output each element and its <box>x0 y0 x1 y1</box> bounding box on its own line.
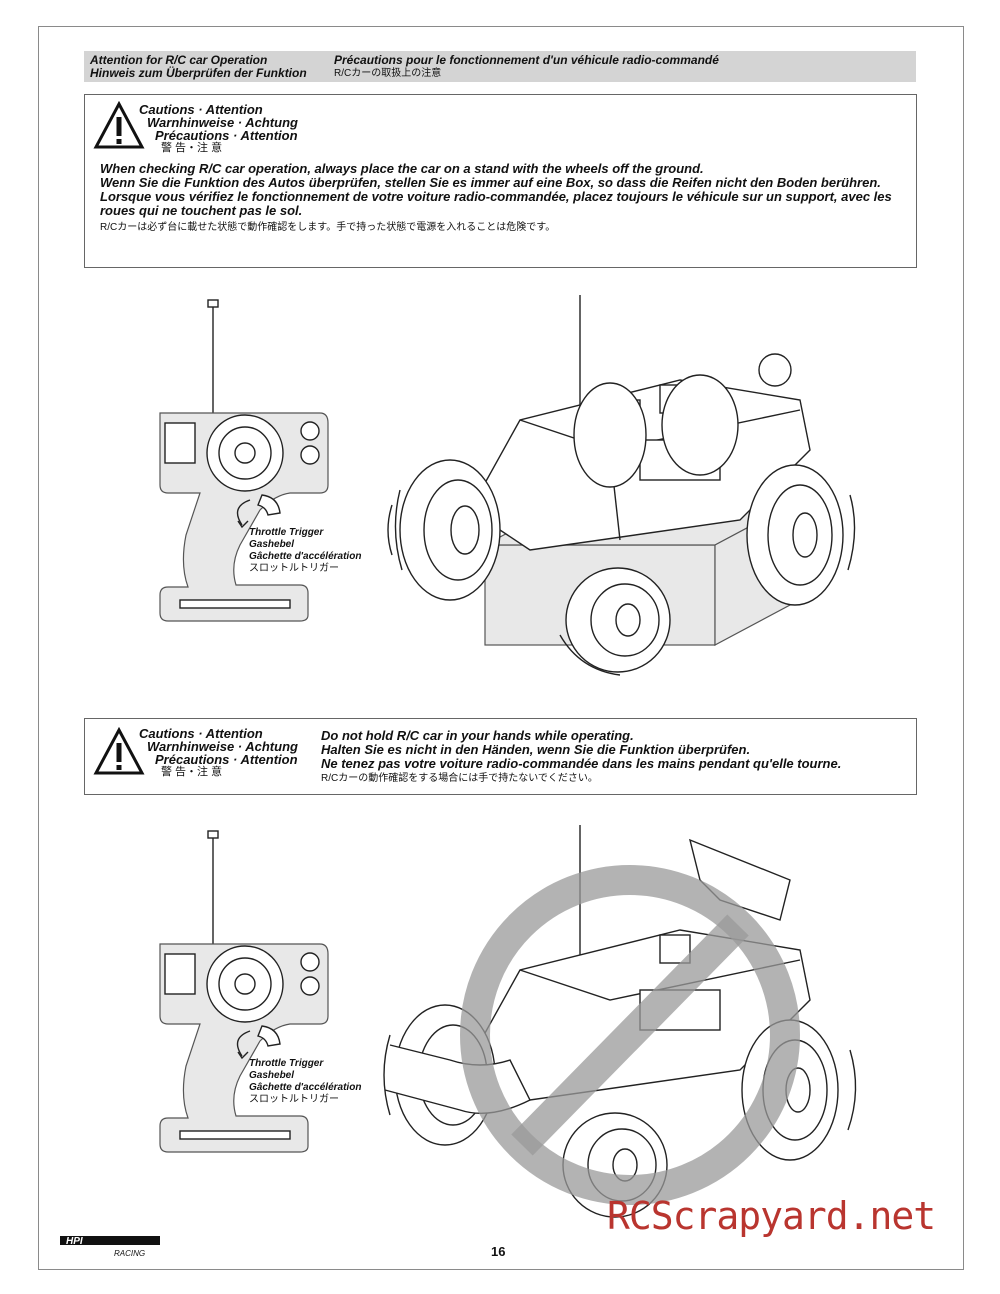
caution1-fr: Lorsque vous vérifiez le fonctionnement … <box>100 189 892 218</box>
warning-triangle-icon <box>93 727 145 775</box>
transmitter-illustration-2 <box>159 830 329 1153</box>
trigger-label-jp: スロットルトリガー <box>249 563 339 574</box>
caution-title-2: Cautions · Attention Warnhinweise · Acht… <box>139 727 298 779</box>
caution-title-de: Warnhinweise · Achtung <box>147 115 298 130</box>
caution2-jp: R/Cカーの動作確認をする場合には手で持たないでください。 <box>321 773 598 784</box>
page-number: 16 <box>491 1244 506 1259</box>
logo-subtext: RACING <box>114 1249 145 1258</box>
caution-title-1: Cautions · Attention Warnhinweise · Acht… <box>139 103 298 155</box>
header-title-jp: R/Cカーの取扱上の注意 <box>334 68 442 79</box>
warning-triangle-icon <box>93 101 145 149</box>
header-left: Attention for R/C car Operation Hinweis … <box>90 54 307 80</box>
hpi-logo-icon: HPI RACING <box>60 1236 160 1258</box>
caution-text-1: When checking R/C car operation, always … <box>100 162 908 235</box>
caution-title-fr: Précautions · Attention <box>155 128 298 143</box>
logo-text: HPI <box>66 1236 83 1247</box>
page-frame <box>38 26 964 1270</box>
caution-title-de: Warnhinweise · Achtung <box>147 739 298 754</box>
caution1-jp: R/Cカーは必ず台に載せた状態で動作確認をします。手で持った状態で電源を入れるこ… <box>100 222 556 233</box>
transmitter-illustration-1 <box>159 299 329 622</box>
trigger-label-fr: Gâchette d'accélération <box>249 551 362 562</box>
trigger-label-en: Throttle Trigger <box>249 1058 324 1069</box>
header-title-en: Attention for R/C car Operation <box>90 53 268 67</box>
caution-title-en: Cautions · Attention <box>139 102 263 117</box>
caution2-de: Halten Sie es nicht in den Händen, wenn … <box>321 742 751 757</box>
truck-on-stand-illustration <box>387 295 856 676</box>
caution1-de: Wenn Sie die Funktion des Autos überprüf… <box>100 175 881 190</box>
header-right: Précautions pour le fonctionnement d'un … <box>334 54 719 80</box>
trigger-label-2: Throttle Trigger Gashebel Gâchette d'acc… <box>249 1058 361 1106</box>
caution2-en: Do not hold R/C car in your hands while … <box>321 728 634 743</box>
trigger-label-fr: Gâchette d'accélération <box>249 1082 362 1093</box>
header-title-de: Hinweis zum Überprüfen der Funktion <box>90 66 307 80</box>
caution1-en: When checking R/C car operation, always … <box>100 161 704 176</box>
truck-held-prohibited-illustration <box>383 825 857 1218</box>
trigger-label-de: Gashebel <box>249 539 295 550</box>
trigger-label-en: Throttle Trigger <box>249 527 324 538</box>
caution-title-jp: 警 告・注 意 <box>161 766 223 778</box>
caution-title-en: Cautions · Attention <box>139 726 263 741</box>
caution-box-2: Cautions · Attention Warnhinweise · Acht… <box>84 718 917 795</box>
caution-title-fr: Précautions · Attention <box>155 752 298 767</box>
watermark: RCScrapyard.net <box>607 1194 936 1238</box>
caution-title-jp: 警 告・注 意 <box>161 142 223 154</box>
section-header: Attention for R/C car Operation Hinweis … <box>84 51 916 82</box>
trigger-label-jp: スロットルトリガー <box>249 1094 339 1105</box>
trigger-label-1: Throttle Trigger Gashebel Gâchette d'acc… <box>249 527 361 575</box>
header-title-fr: Précautions pour le fonctionnement d'un … <box>334 53 719 67</box>
caution2-fr: Ne tenez pas votre voiture radio-command… <box>321 756 842 771</box>
caution-text-2: Do not hold R/C car in your hands while … <box>321 729 911 786</box>
caution-box-1: Cautions · Attention Warnhinweise · Acht… <box>84 94 917 268</box>
trigger-label-de: Gashebel <box>249 1070 295 1081</box>
hpi-racing-logo: HPI RACING <box>60 1230 170 1265</box>
